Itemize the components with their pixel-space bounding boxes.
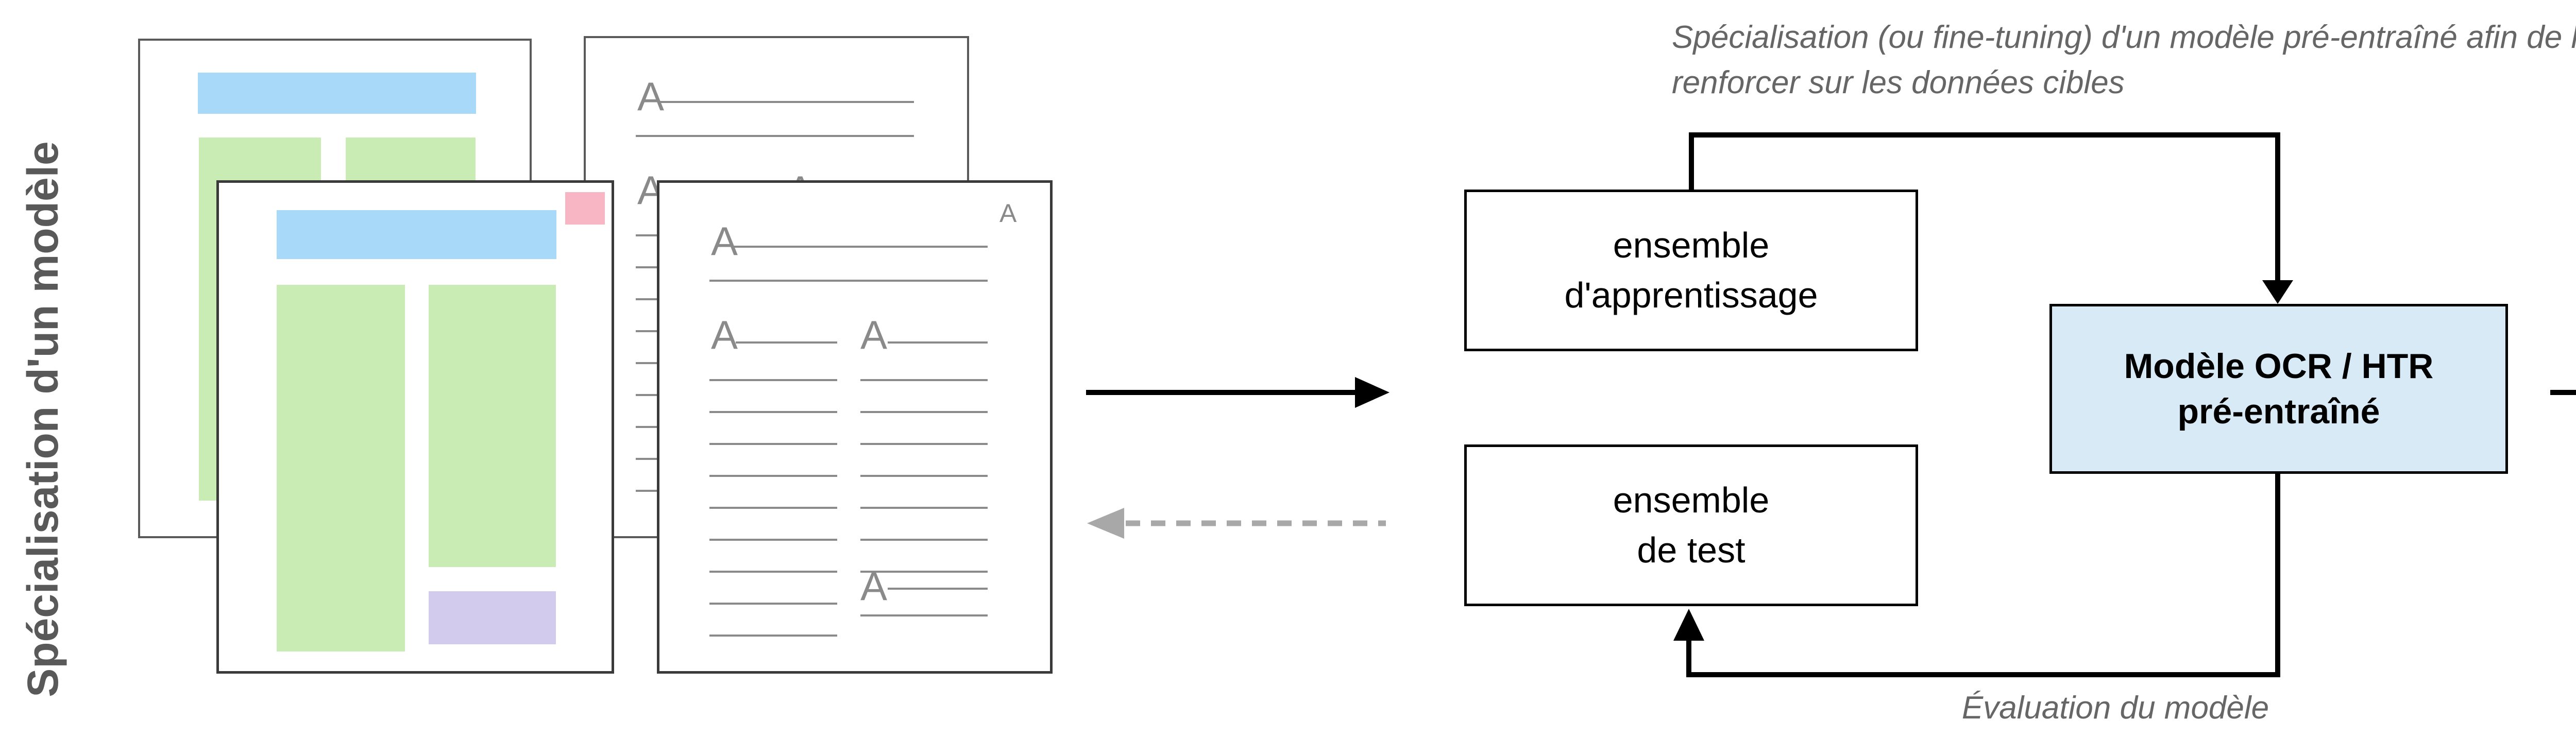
connector-training-to-model [1689,132,2293,304]
ruled-line [888,588,988,590]
caption-finetuning-line2: renforcer sur les données cibles [1672,65,2125,100]
placeholder-letter: A [860,312,888,357]
text-document-page-front: A A A A A [657,180,1053,674]
ruled-line [709,411,837,413]
ruled-line [709,443,837,445]
layout-document-page-front [216,180,614,674]
ruled-line [709,635,837,637]
green-layout-block [429,285,556,567]
purple-layout-block [429,591,556,644]
placeholder-letter: A [711,218,738,264]
training-set-label: ensemble d'apprentissage [1564,225,1818,315]
test-set-box: ensemble de test [1464,444,1918,606]
connector-evaluation-loop [1673,474,2280,677]
green-layout-block [277,285,405,652]
ruled-line [860,539,988,541]
arrow-dashed-feedback [1087,508,1386,539]
ruled-line [860,411,988,413]
pink-layout-block [565,192,605,225]
arrow-data-to-sets [1086,377,1389,408]
ruled-line [736,341,837,344]
blue-layout-block [198,73,476,114]
ruled-line [709,539,837,541]
ruled-line [860,614,988,616]
ruled-line [636,135,914,137]
ruled-line [860,475,988,477]
pretrained-model-box: Modèle OCR / HTR pré-entraîné [2049,304,2508,474]
training-set-box: ensemble d'apprentissage [1464,190,1918,351]
placeholder-letter: A [637,74,665,119]
ruled-line [659,101,914,103]
ruled-line [709,475,837,477]
ruled-line [860,379,988,381]
pretrained-model-label: Modèle OCR / HTR pré-entraîné [2124,346,2434,431]
ruled-line [709,571,837,573]
test-set-label: ensemble de test [1613,480,1770,570]
ruled-line [860,571,988,573]
ruled-line [709,379,837,381]
arrow-pretrained-to-specialized [2550,390,2576,395]
ruled-line [860,443,988,445]
ruled-line [709,507,837,509]
ruled-line [860,507,988,509]
caption-evaluation: Évaluation du modèle [1961,690,2269,726]
diagram-canvas: Spécialisation d'un modèle AAAAAAAAAAAAA… [19,20,2576,726]
placeholder-letter: A [999,199,1017,228]
placeholder-letter: A [711,312,738,357]
ruled-line [709,603,837,605]
placeholder-letter: A [860,563,888,609]
caption-finetuning-line1: Spécialisation (ou fine-tuning) d'un mod… [1672,20,2576,55]
blue-layout-block [277,210,556,259]
flow-arrows [1086,132,2576,677]
ruled-line [733,246,988,248]
ruled-line [709,280,988,282]
ruled-line [888,341,988,344]
